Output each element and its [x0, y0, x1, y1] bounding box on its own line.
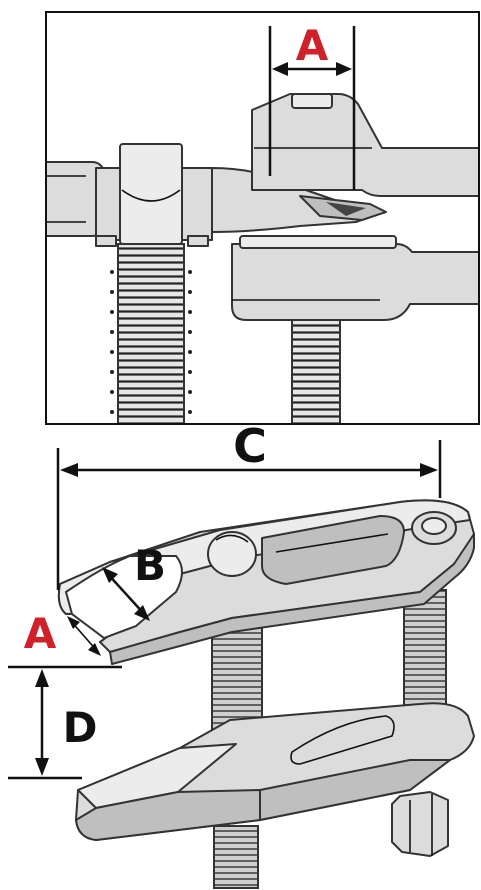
dimension-a-bottom: A [24, 609, 101, 658]
thread-dots [110, 270, 192, 414]
dimension-d: D [8, 665, 122, 780]
label-a-top: A [296, 21, 329, 70]
bottom-bolt [213, 825, 259, 889]
label-b: B [134, 541, 166, 590]
pivot-pin [207, 531, 257, 577]
label-c: C [233, 419, 267, 473]
body-slot [261, 515, 405, 585]
forcing-screw [291, 319, 341, 423]
press-body [231, 243, 478, 321]
tool-view [57, 499, 475, 889]
jaw-slot [64, 555, 183, 640]
detail-view: A [45, 11, 480, 425]
dimension-a-top: A [268, 21, 356, 190]
left-threaded-stud [117, 243, 185, 423]
dimension-b: B [102, 541, 166, 621]
tie-rod-arm [47, 161, 105, 237]
label-d: D [63, 703, 98, 752]
press-head [251, 93, 478, 197]
label-a-bottom: A [24, 609, 57, 658]
dimension-c: C [56, 419, 442, 590]
rear-nut [391, 791, 449, 857]
